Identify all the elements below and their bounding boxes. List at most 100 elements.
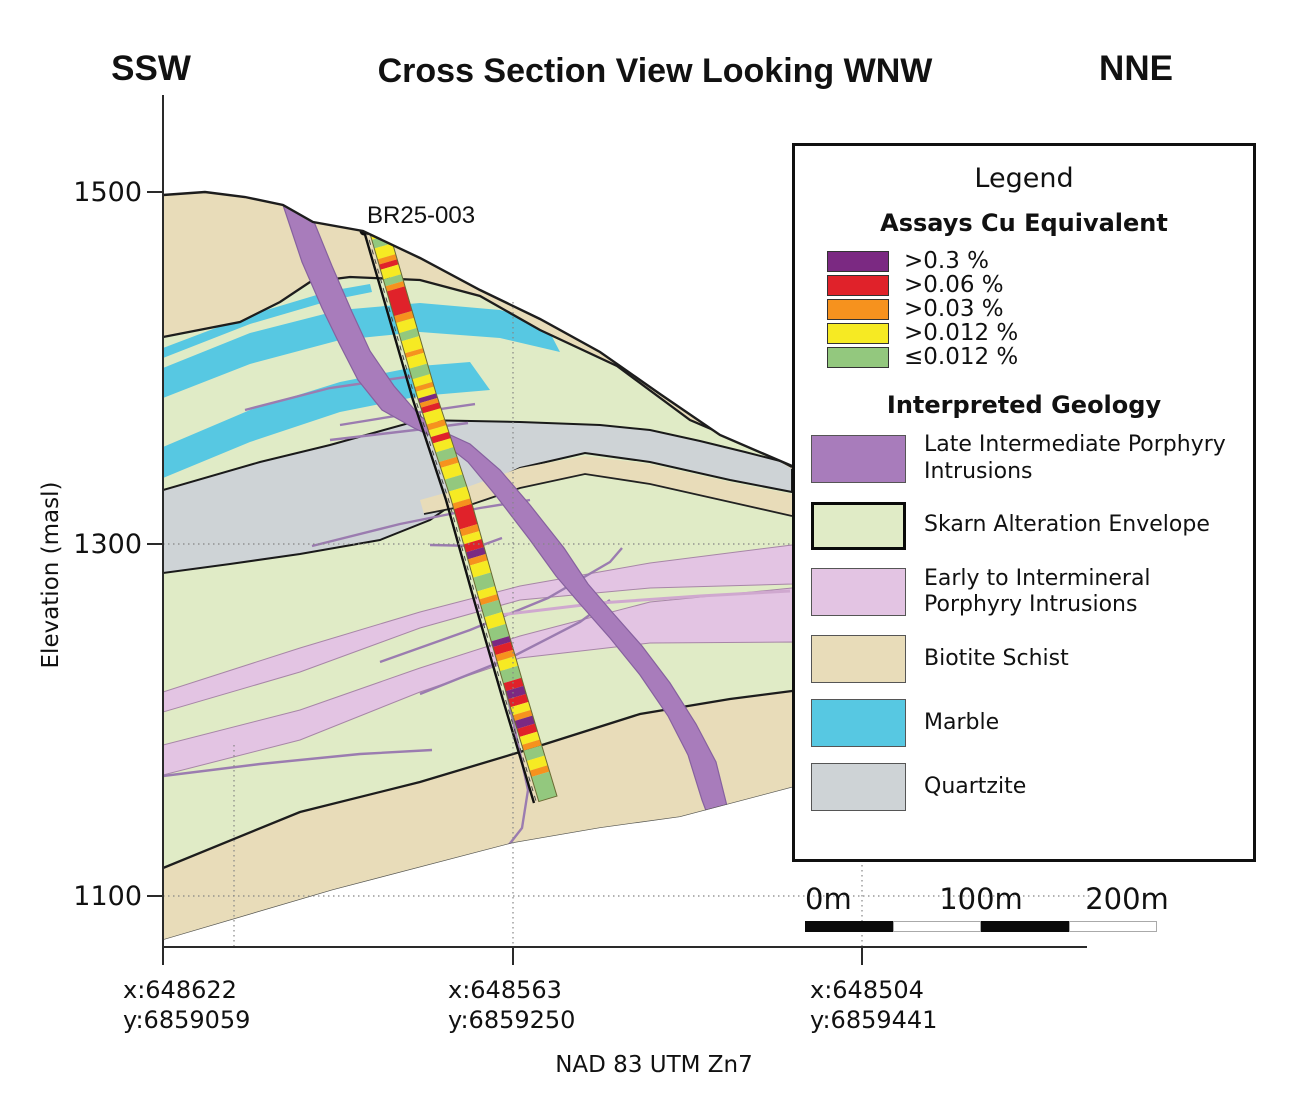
assays-heading: Assays Cu Equivalent — [880, 209, 1168, 237]
xtick2-x: x:648563 — [448, 976, 562, 1004]
assay-interval — [508, 693, 529, 708]
assay-interval — [406, 352, 428, 369]
biotite-schist-sliver — [420, 456, 792, 516]
assay-interval — [383, 274, 404, 287]
assay-interval — [374, 243, 396, 260]
assay-swatch-gt0.3 — [827, 250, 889, 272]
assay-legend-row: >0.06 % — [827, 272, 1253, 298]
geology-label: Marble — [924, 709, 1000, 735]
assay-interval — [492, 641, 514, 656]
assay-swatch-gt0.012 — [827, 322, 889, 344]
assay-label: >0.03 % — [904, 296, 1004, 322]
assay-interval — [472, 572, 496, 592]
ytick-1300: 1300 — [73, 529, 142, 560]
assay-legend-row: >0.012 % — [827, 320, 1253, 346]
geology-label: Late Intermediate Porphyry Intrusions — [924, 432, 1226, 484]
assay-interval — [512, 709, 533, 721]
assay-interval — [499, 665, 522, 684]
assay-interval — [409, 363, 431, 380]
drill-trace-line — [362, 230, 536, 804]
assay-interval — [476, 586, 498, 600]
assay-interval — [469, 560, 492, 578]
assay-legend-row: ≤0.012 % — [827, 344, 1253, 370]
assay-interval — [463, 538, 485, 553]
thin-pink-sill — [499, 589, 791, 617]
assay-interval — [529, 765, 550, 777]
assay-interval — [491, 635, 512, 648]
assay-legend-row: >0.3 % — [827, 248, 1253, 274]
assay-interval — [452, 498, 473, 510]
assay-interval — [487, 623, 510, 642]
geology-label: Biotite Schist — [924, 645, 1069, 671]
assay-interval — [385, 281, 405, 292]
assay-interval — [393, 310, 415, 324]
assay-interval — [479, 594, 499, 606]
xtick1-x: x:648622 — [123, 976, 237, 1004]
assay-label: >0.06 % — [904, 272, 1004, 298]
assay-interval — [514, 715, 536, 729]
assay-swatch-gt0.03 — [827, 298, 889, 320]
assay-interval — [426, 419, 447, 431]
assay-swatch-gt0.06 — [827, 274, 889, 296]
assay-strip-outline — [368, 223, 558, 803]
assay-interval — [415, 386, 437, 399]
geology-legend-row: Quartzite — [811, 763, 1253, 812]
assay-interval — [401, 336, 423, 354]
geology-swatch-late-porphyry — [811, 434, 906, 483]
legend-panel: Legend Assays Cu Equivalent >0.3 % >0.06… — [792, 143, 1256, 862]
assay-interval — [484, 611, 506, 630]
xtick2-y: y:6859250 — [448, 1006, 575, 1034]
quartzite-body — [163, 418, 793, 575]
datum-label: NAD 83 UTM Zn7 — [555, 1052, 753, 1078]
axes — [147, 95, 1087, 965]
ytick-1500: 1500 — [73, 177, 142, 208]
assay-interval — [526, 755, 548, 771]
assay-interval — [432, 438, 454, 453]
xtick3-x: x:648504 — [810, 976, 924, 1004]
assay-interval — [503, 677, 524, 692]
geology-swatch-marble — [811, 699, 906, 748]
assay-interval — [440, 462, 463, 480]
geology-swatch-skarn — [811, 501, 906, 550]
assay-swatch-le0.012 — [827, 346, 889, 368]
assay-interval — [435, 447, 458, 463]
assay-interval — [467, 553, 488, 566]
assay-interval — [480, 599, 503, 618]
direction-label-nne: NNE — [1099, 49, 1173, 88]
gridlines — [163, 302, 1090, 947]
geology-label: Skarn Alteration Envelope — [924, 512, 1210, 538]
scale-segment — [1069, 921, 1157, 932]
assay-label: >0.012 % — [904, 320, 1019, 346]
assay-interval — [404, 348, 425, 358]
geology-swatch-quartzite — [811, 763, 906, 812]
marble-band — [163, 362, 490, 478]
geology-legend-row: Late Intermediate Porphyry Intrusions — [811, 432, 1253, 486]
assay-interval — [422, 408, 445, 425]
assay-interval — [497, 656, 519, 672]
assay-interval — [398, 328, 420, 342]
assay-label: >0.3 % — [904, 248, 990, 274]
scale-label-200m: 200m — [1085, 882, 1169, 916]
geology-swatch-biotite-schist — [811, 635, 906, 684]
scale-label-0m: 0m — [805, 882, 852, 916]
assay-interval — [430, 431, 451, 444]
assay-legend-row: >0.03 % — [827, 296, 1253, 322]
legend-title: Legend — [974, 163, 1074, 194]
assay-interval — [386, 286, 413, 317]
drillhole-label: BR25-003 — [367, 202, 475, 229]
assay-interval — [417, 393, 438, 404]
scale-bar-segments — [805, 921, 1157, 932]
assay-interval — [461, 530, 482, 545]
geology-legend-row: Skarn Alteration Envelope — [811, 501, 1253, 550]
assay-interval — [505, 685, 527, 700]
ytick-1100: 1100 — [73, 881, 142, 912]
assay-interval — [412, 373, 433, 388]
assay-interval — [428, 425, 449, 438]
assay-interval — [414, 381, 435, 392]
assay-interval — [444, 474, 467, 492]
scale-segment — [805, 921, 893, 932]
drill-trace-dashed — [365, 230, 537, 803]
assay-interval — [516, 723, 538, 737]
assay-interval — [459, 524, 480, 537]
